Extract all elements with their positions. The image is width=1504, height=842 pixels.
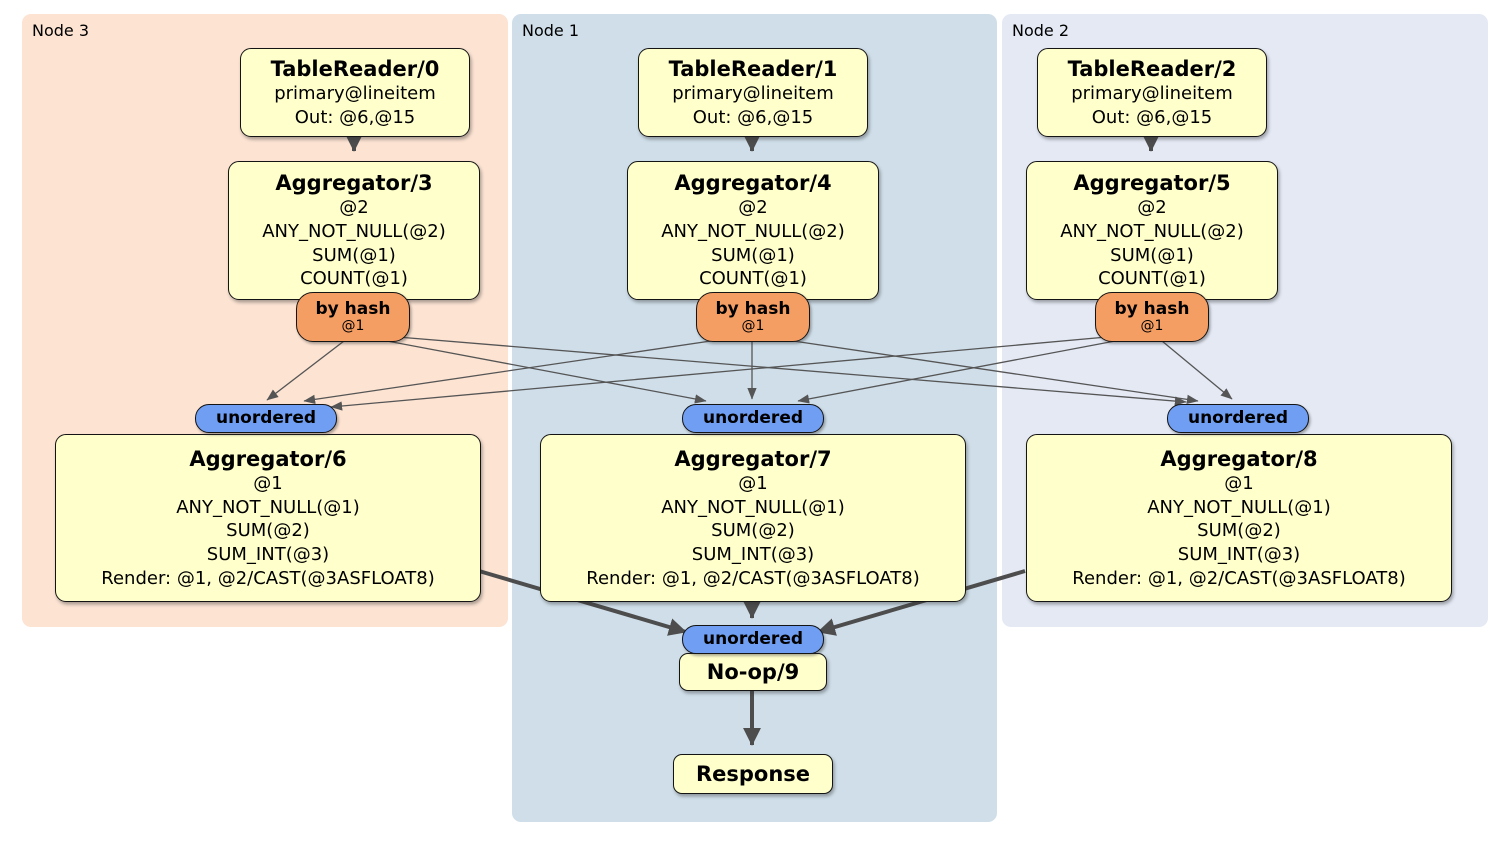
operator-detail: ANY_NOT_NULL(@1) xyxy=(1147,496,1331,518)
operator-detail: @2 xyxy=(738,197,768,219)
operator-detail: @2 xyxy=(339,197,369,219)
unordered-label: unordered xyxy=(215,408,317,428)
operator-title: Aggregator/4 xyxy=(674,170,832,195)
operator-detail: Render: @1, @2/CAST(@3ASFLOAT8) xyxy=(1072,567,1406,589)
operator-detail: Out: @6,@15 xyxy=(692,106,814,128)
operator-detail: SUM_INT(@3) xyxy=(1177,544,1301,565)
edge-hash5-un8 xyxy=(1161,340,1233,400)
operator-detail: COUNT(@1) xyxy=(300,268,408,290)
operator-aggregator-5: Aggregator/5 @2 ANY_NOT_NULL(@2) SUM(@1)… xyxy=(1026,161,1278,300)
edge-hash4-un6 xyxy=(303,337,732,405)
operator-noop-9: No-op/9 xyxy=(679,653,827,691)
operator-detail: COUNT(@1) xyxy=(699,268,807,290)
operator-aggregator-7: Aggregator/7 @1 ANY_NOT_NULL(@1) SUM(@2)… xyxy=(540,434,966,602)
operator-detail: primary@lineitem xyxy=(274,82,436,104)
hash-router-label: by hash xyxy=(715,298,791,319)
operator-detail: @2 xyxy=(1137,197,1167,219)
operator-detail: @1 xyxy=(1224,472,1254,494)
hash-router-badge-3: by hash @1 xyxy=(296,292,410,342)
operator-detail: primary@lineitem xyxy=(1071,82,1233,104)
unordered-badge-agg7: unordered xyxy=(682,404,824,433)
operator-detail: SUM(@1) xyxy=(711,244,795,266)
operator-title: TableReader/1 xyxy=(668,56,838,81)
operator-detail: Render: @1, @2/CAST(@3ASFLOAT8) xyxy=(586,567,920,589)
operator-title: No-op/9 xyxy=(706,659,800,684)
operator-detail: SUM(@1) xyxy=(1110,244,1194,266)
operator-detail: COUNT(@1) xyxy=(1098,268,1206,290)
hash-router-badge-5: by hash @1 xyxy=(1095,292,1209,342)
hash-router-badge-4: by hash @1 xyxy=(696,292,810,342)
operator-tablereader-1: TableReader/1 primary@lineitem Out: @6,@… xyxy=(638,48,868,137)
operator-tablereader-2: TableReader/2 primary@lineitem Out: @6,@… xyxy=(1037,48,1267,137)
operator-tablereader-0: TableReader/0 primary@lineitem Out: @6,@… xyxy=(240,48,470,137)
operator-title: Aggregator/6 xyxy=(189,446,347,471)
operator-detail: SUM(@2) xyxy=(1197,520,1281,542)
operator-detail: Render: @1, @2/CAST(@3ASFLOAT8) xyxy=(101,567,435,589)
operator-detail: SUM(@2) xyxy=(226,520,310,542)
operator-detail: SUM_INT(@3) xyxy=(206,544,330,565)
operator-detail: ANY_NOT_NULL(@1) xyxy=(176,496,360,518)
operator-detail: ANY_NOT_NULL(@1) xyxy=(661,496,845,518)
operator-detail: SUM(@2) xyxy=(711,520,795,542)
operator-detail: primary@lineitem xyxy=(672,82,834,104)
operator-detail: SUM(@1) xyxy=(312,244,396,266)
operator-aggregator-4: Aggregator/4 @2 ANY_NOT_NULL(@2) SUM(@1)… xyxy=(627,161,879,300)
operator-aggregator-3: Aggregator/3 @2 ANY_NOT_NULL(@2) SUM(@1)… xyxy=(228,161,480,300)
operator-detail: @1 xyxy=(253,472,283,494)
edge-hash5-un6 xyxy=(330,334,1130,411)
unordered-label: unordered xyxy=(702,408,804,428)
operator-detail: ANY_NOT_NULL(@2) xyxy=(262,220,446,242)
operator-detail: ANY_NOT_NULL(@2) xyxy=(1060,220,1244,242)
operator-title: Response xyxy=(695,761,811,786)
operator-aggregator-8: Aggregator/8 @1 ANY_NOT_NULL(@1) SUM(@2)… xyxy=(1026,434,1452,602)
operator-detail: @1 xyxy=(738,472,768,494)
node-group-1-label: Node 1 xyxy=(522,21,580,40)
operator-title: Aggregator/7 xyxy=(674,446,832,471)
operator-detail: Out: @6,@15 xyxy=(294,106,416,128)
operator-detail: ANY_NOT_NULL(@2) xyxy=(661,220,845,242)
operator-title: TableReader/0 xyxy=(270,56,440,81)
hash-mesh-edges xyxy=(266,334,1233,411)
edge-hash3-un6 xyxy=(266,340,345,401)
operator-title: Aggregator/5 xyxy=(1073,170,1231,195)
unordered-badge-agg8: unordered xyxy=(1167,404,1309,433)
operator-detail: SUM_INT(@3) xyxy=(691,544,815,565)
hash-router-detail: @1 xyxy=(1140,318,1164,335)
unordered-label: unordered xyxy=(702,629,804,649)
operator-title: Aggregator/3 xyxy=(275,170,433,195)
edge-hash4-un8 xyxy=(772,337,1199,404)
unordered-badge-noop: unordered xyxy=(682,625,824,654)
hash-router-label: by hash xyxy=(1114,298,1190,319)
operator-response: Response xyxy=(673,754,833,794)
unordered-badge-agg6: unordered xyxy=(195,404,337,433)
edge-hash3-un7 xyxy=(370,337,707,404)
hash-router-label: by hash xyxy=(315,298,391,319)
node-group-3-label: Node 3 xyxy=(32,21,90,40)
unordered-label: unordered xyxy=(1187,408,1289,428)
hash-router-detail: @1 xyxy=(341,318,365,335)
node-group-2-label: Node 2 xyxy=(1012,21,1070,40)
hash-router-detail: @1 xyxy=(741,318,765,335)
operator-aggregator-6: Aggregator/6 @1 ANY_NOT_NULL(@1) SUM(@2)… xyxy=(55,434,481,602)
operator-title: TableReader/2 xyxy=(1067,56,1237,81)
operator-title: Aggregator/8 xyxy=(1160,446,1318,471)
operator-detail: Out: @6,@15 xyxy=(1091,106,1213,128)
edge-hash5-un7 xyxy=(797,337,1132,404)
edge-hash3-un8 xyxy=(372,334,1187,406)
